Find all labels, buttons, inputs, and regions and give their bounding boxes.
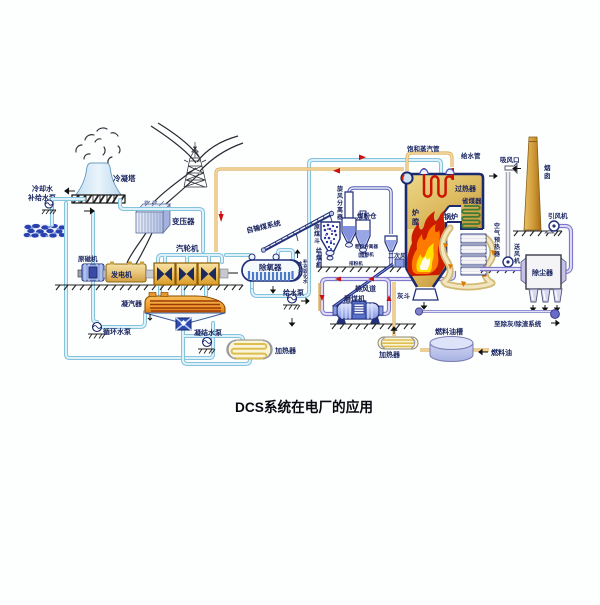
svg-text:煤: 煤	[314, 230, 320, 238]
svg-text:煤: 煤	[316, 254, 322, 262]
svg-text:给水泵: 给水泵	[283, 288, 304, 297]
svg-text:空: 空	[494, 222, 500, 230]
svg-text:炉: 炉	[412, 208, 419, 217]
svg-text:水: 水	[303, 278, 308, 285]
svg-text:加热器: 加热器	[378, 350, 401, 359]
svg-text:排粉机: 排粉机	[349, 260, 363, 267]
svg-text:气: 气	[493, 229, 500, 237]
svg-text:原: 原	[314, 223, 320, 231]
svg-text:引风机: 引风机	[548, 211, 568, 220]
svg-text:热风道: 热风道	[355, 284, 376, 293]
svg-text:口: 口	[298, 271, 303, 277]
svg-text:变压器: 变压器	[172, 216, 195, 226]
svg-text:凝汽器: 凝汽器	[121, 299, 143, 308]
svg-text:粗粉分离器: 粗粉分离器	[355, 243, 378, 250]
svg-text:水: 水	[298, 260, 303, 267]
svg-text:斗: 斗	[314, 238, 320, 245]
svg-text:冷凝塔: 冷凝塔	[113, 173, 136, 183]
svg-text:燃料油槽: 燃料油槽	[434, 327, 463, 336]
svg-text:凝结水泵: 凝结水泵	[194, 328, 222, 337]
svg-text:给: 给	[316, 247, 322, 255]
svg-text:过热器: 过热器	[455, 184, 477, 193]
svg-text:给水管: 给水管	[461, 151, 481, 160]
svg-text:饱和蒸汽管: 饱和蒸汽管	[407, 144, 440, 153]
svg-text:离: 离	[337, 206, 343, 214]
svg-text:机: 机	[316, 261, 322, 269]
svg-text:预: 预	[494, 236, 500, 244]
svg-text:旋: 旋	[336, 185, 343, 193]
svg-text:化: 化	[303, 273, 308, 280]
svg-text:加热器: 加热器	[274, 346, 297, 355]
svg-text:器: 器	[493, 250, 501, 258]
svg-text:省煤器: 省煤器	[461, 196, 482, 205]
svg-text:原磁机: 原磁机	[78, 254, 98, 263]
svg-text:吸风口: 吸风口	[500, 155, 520, 164]
svg-text:入: 入	[298, 266, 303, 272]
svg-text:二次风: 二次风	[388, 252, 406, 260]
svg-text:补给水泵: 补给水泵	[27, 193, 56, 202]
svg-text:循环水泵: 循环水泵	[103, 327, 131, 336]
svg-text:送: 送	[513, 243, 521, 251]
svg-text:机: 机	[514, 257, 520, 265]
svg-text:补: 补	[302, 258, 308, 265]
svg-text:给粉机: 给粉机	[360, 251, 374, 258]
svg-text:锅炉: 锅炉	[443, 212, 458, 221]
svg-text:囱: 囱	[544, 171, 551, 180]
svg-text:膛: 膛	[411, 217, 419, 226]
svg-text:冷却水: 冷却水	[32, 184, 54, 193]
svg-text:软: 软	[303, 268, 308, 275]
svg-text:风: 风	[514, 250, 520, 258]
svg-text:风: 风	[337, 192, 343, 200]
svg-text:磨煤机: 磨煤机	[344, 294, 365, 303]
svg-text:灰斗: 灰斗	[397, 291, 411, 300]
svg-text:发电机: 发电机	[110, 270, 132, 279]
svg-text:器: 器	[336, 213, 344, 221]
svg-text:除氧器: 除氧器	[259, 262, 282, 272]
svg-text:燃料油: 燃料油	[490, 348, 512, 357]
svg-text:烟: 烟	[544, 163, 551, 172]
svg-text:分: 分	[337, 199, 343, 207]
svg-text:煤粉仓: 煤粉仓	[357, 211, 377, 220]
svg-text:除尘器: 除尘器	[532, 268, 554, 277]
svg-text:充: 充	[303, 263, 308, 270]
svg-text:至除灰/除渣系统: 至除灰/除渣系统	[494, 319, 542, 328]
svg-text:DCS系统在电厂的应用: DCS系统在电厂的应用	[235, 399, 373, 415]
svg-text:汽轮机: 汽轮机	[176, 243, 199, 253]
svg-text:热: 热	[494, 243, 500, 251]
